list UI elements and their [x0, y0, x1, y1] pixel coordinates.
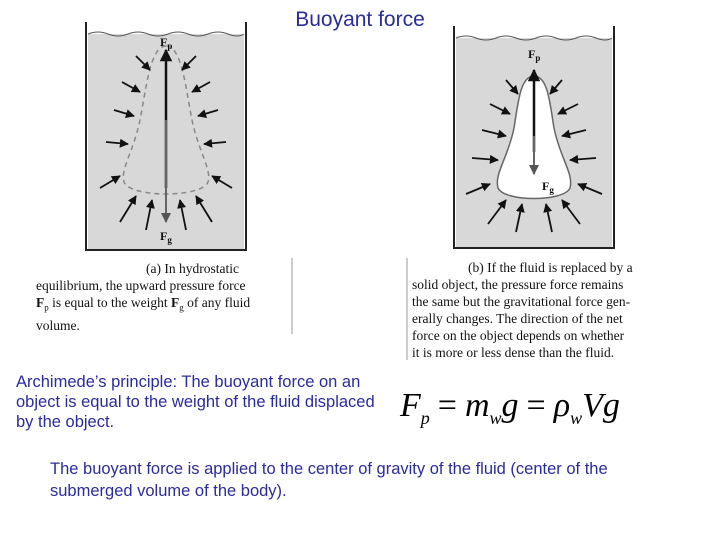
caption-b: (b) If the fluid is replaced by a solid … [412, 259, 682, 361]
page-title: Buoyant force [295, 8, 425, 31]
force-down-label: Fg [542, 179, 554, 195]
force-up-label: Fp [528, 47, 540, 63]
figure-b-diagram: Fp Fg [453, 26, 615, 249]
caption-b-line-6: it is more or less dense than the fluid. [412, 345, 615, 360]
caption-b-line-2: solid object, the pressure force remains [412, 277, 624, 292]
caption-a-line-1: (a) In hydrostatic [146, 261, 239, 276]
caption-b-divider [406, 258, 408, 360]
center-of-gravity-note: The buoyant force is applied to the cent… [50, 460, 608, 500]
caption-b-line-4: erally changes. The direction of the net [412, 311, 623, 326]
caption-a: (a) In hydrostatic equilibrium, the upwa… [36, 260, 286, 334]
fluid-surface [455, 35, 613, 41]
force-down-label: Fg [160, 229, 172, 245]
caption-a-line-4: volume. [36, 317, 80, 333]
force-up-label: Fp [160, 35, 172, 51]
caption-a-line-3: Fp is equal to the weight Fg of any flui… [36, 295, 251, 313]
svg-text:Fp=mwg=ρwVg: Fp=mwg=ρwVg [399, 387, 620, 428]
pressure-arrows [465, 79, 603, 233]
caption-b-line-1: (b) If the fluid is replaced by a [468, 260, 633, 275]
pressure-arrows [99, 55, 233, 231]
container-walls [453, 26, 615, 249]
buoyancy-formula: Fp=mwg=ρwVg [399, 387, 620, 428]
caption-b-line-5: force on the object depends on whether [412, 328, 625, 343]
container-walls [85, 22, 247, 251]
fluid-surface [87, 31, 245, 37]
caption-a-line-2: equilibrium, the upward pressure force [36, 278, 246, 293]
caption-a-divider [291, 258, 293, 334]
caption-b-line-3: the same but the gravitational force gen… [412, 294, 631, 309]
archimedes-principle-text: Archimede’s principle: The buoyant force… [16, 373, 375, 431]
figure-a-diagram: Fp Fg [85, 22, 247, 251]
